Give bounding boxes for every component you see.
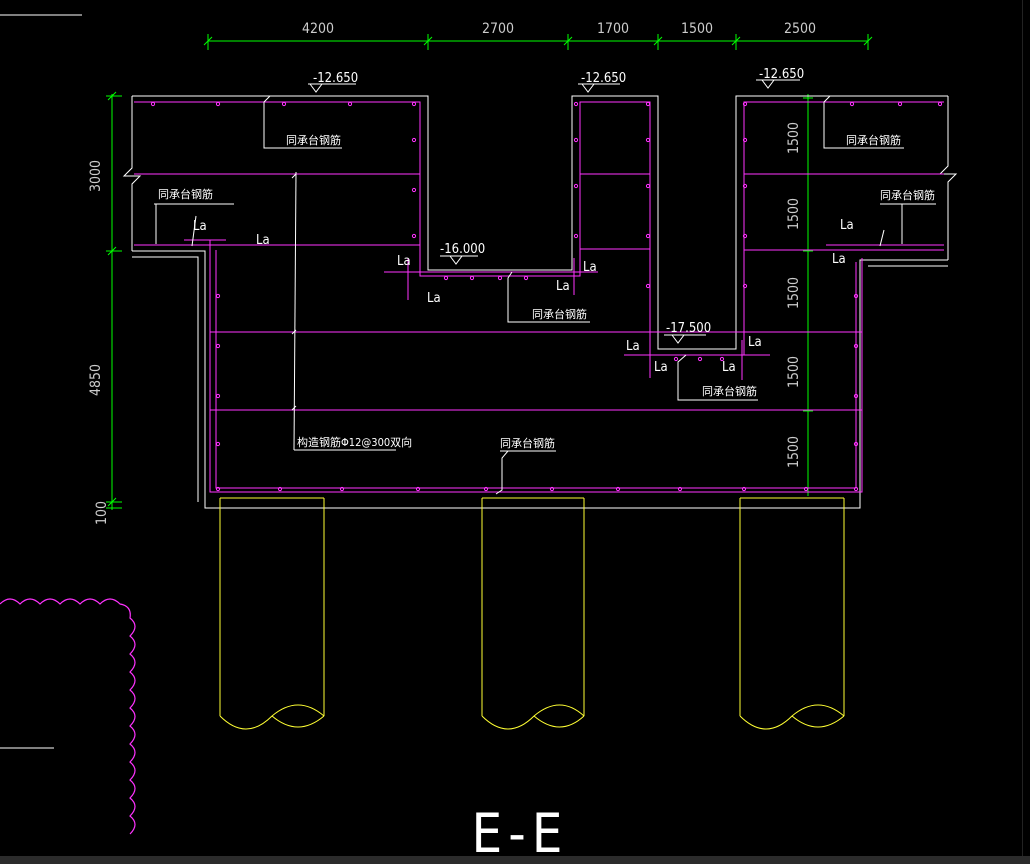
piles — [219, 497, 845, 730]
rebar-dots — [150, 101, 943, 492]
right-dim-5: 1500 — [786, 436, 802, 468]
top-dim-5: 2500 — [784, 21, 816, 37]
leader-lines — [154, 95, 936, 495]
la-label-6: La — [556, 279, 570, 294]
rebar-note-3: 同承台钢筋 — [846, 133, 901, 147]
status-bar — [0, 856, 1030, 864]
top-dim-4: 1500 — [681, 21, 713, 37]
concrete-outline — [122, 95, 958, 509]
rebar-note-2: 同承台钢筋 — [158, 187, 213, 201]
top-dim-1: 4200 — [302, 21, 334, 37]
la-label-7: La — [626, 339, 640, 354]
rebar-note-4: 同承台钢筋 — [880, 188, 935, 202]
rebar-note-6: 同承台钢筋 — [702, 384, 757, 398]
right-dim-3: 1500 — [786, 277, 802, 309]
rebar-note-5: 同承台钢筋 — [532, 307, 587, 321]
la-label-11: La — [840, 218, 854, 233]
right-dim-1: 1500 — [786, 122, 802, 154]
la-label-9: La — [722, 360, 736, 375]
left-dim-2: 4850 — [88, 364, 104, 396]
revision-cloud — [0, 598, 136, 835]
la-label-8: La — [654, 360, 668, 375]
right-dim-4: 1500 — [786, 356, 802, 388]
right-ruler — [1022, 0, 1030, 856]
elevation-label-5: -17.500 — [666, 321, 711, 336]
left-dimension-chain — [106, 91, 122, 510]
section-title: E-E — [472, 802, 569, 856]
la-label-3: La — [397, 254, 411, 269]
right-dimension-chain — [803, 94, 813, 496]
elevation-label-4: -16.000 — [440, 242, 485, 257]
pile-2 — [481, 497, 585, 730]
elevation-label-3: -12.650 — [759, 67, 804, 82]
la-label-1: La — [193, 219, 207, 234]
elevation-label-2: -12.650 — [581, 71, 626, 86]
la-label-12: La — [832, 252, 846, 267]
rebar-note-1: 同承台钢筋 — [286, 133, 341, 147]
top-dimension-chain — [203, 34, 873, 50]
top-dim-3: 1700 — [597, 21, 629, 37]
rebar-note-7: 同承台钢筋 — [500, 436, 555, 450]
tie-rebar-note: 构造钢筋Φ12@300双向 — [297, 435, 412, 449]
elevation-label-1: -12.650 — [313, 71, 358, 86]
right-dim-2: 1500 — [786, 198, 802, 230]
la-label-2: La — [256, 233, 270, 248]
la-label-5: La — [583, 260, 597, 275]
elevation-markers — [308, 79, 800, 344]
left-dim-3: 100 — [94, 501, 110, 525]
top-dim-2: 2700 — [482, 21, 514, 37]
pile-1 — [219, 497, 325, 730]
la-label-10: La — [748, 335, 762, 350]
pile-3 — [739, 497, 845, 730]
rebar-layout — [134, 101, 944, 493]
la-label-4: La — [427, 291, 441, 306]
left-dim-1: 3000 — [88, 160, 104, 192]
